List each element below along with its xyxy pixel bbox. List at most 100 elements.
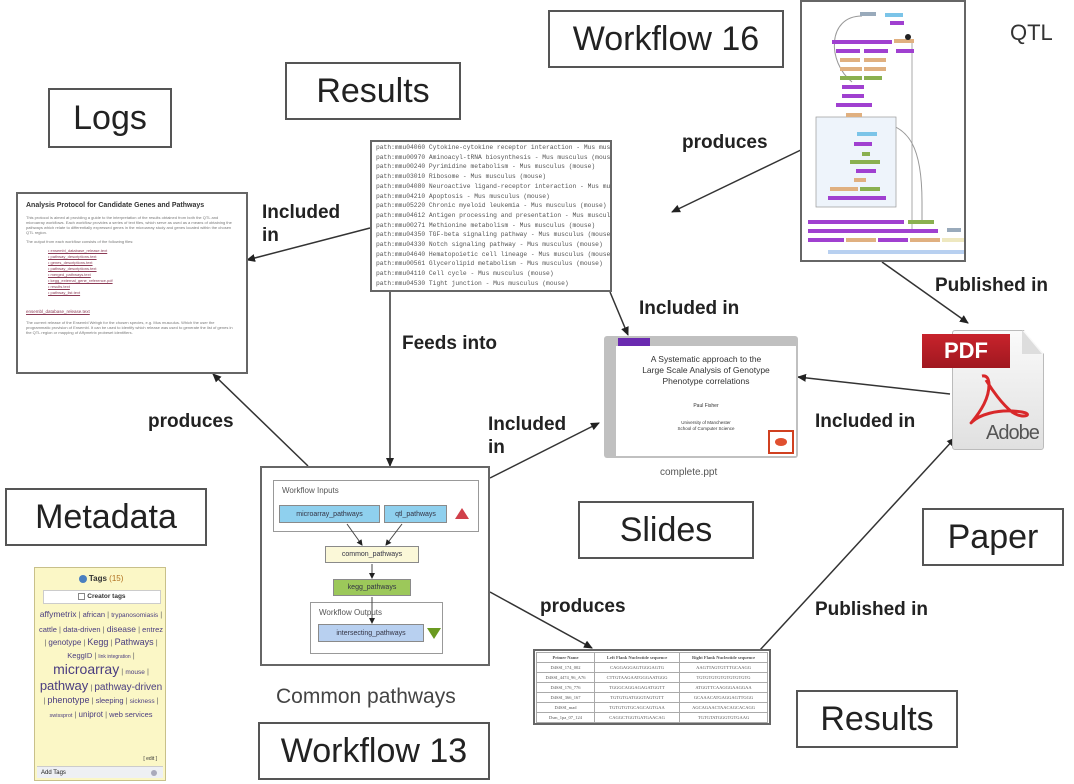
kegg-pathways-node[interactable]: kegg_pathways [333, 579, 411, 596]
qtl-node [894, 39, 914, 43]
tag-link[interactable]: Kegg [87, 637, 109, 647]
tag-link[interactable]: african [82, 610, 106, 619]
tag-link[interactable]: phenotype [47, 695, 90, 705]
logs-doc-file-item[interactable]: • genes_descriptions.text [48, 260, 93, 265]
tag-link[interactable]: sleeping [95, 696, 124, 705]
table-header-cell: Primer Name [535, 652, 596, 663]
pathway-rows: path:mmu04060 Cytokine-cytokine receptor… [372, 143, 610, 290]
tag-cloud: affymetrix | african | trypanosomiasis |… [39, 609, 164, 719]
pathway-row: path:mmu04530 Tight junction - Mus muscu… [376, 279, 569, 287]
table-cell: CTTGTAAGAATGGGAATGGG [594, 672, 681, 683]
microarray-pathways-node[interactable]: microarray_pathways [279, 505, 380, 523]
tag-link[interactable]: mouse [125, 669, 145, 676]
workflow-outputs-title: Workflow Outputs [319, 608, 382, 617]
edge-label-produces-results: produces [682, 132, 768, 153]
tag-link[interactable]: swissprot [49, 712, 73, 719]
add-tags-icon[interactable] [151, 770, 157, 776]
tag-link[interactable]: entrez [142, 624, 164, 634]
workflow13-label: Workflow 13 [258, 722, 490, 780]
qtl-node-marker [905, 34, 911, 40]
qtl-node [864, 76, 882, 80]
tag-link[interactable]: trypanosomiasis [111, 612, 159, 619]
logs-doc-file-item[interactable]: • ensembl_database_release.text [48, 248, 108, 253]
qtl-node [908, 220, 934, 224]
qtl-node [840, 76, 862, 80]
edge-label-included-in-logs: Included in [262, 202, 341, 246]
qtl-pathways-node[interactable]: qtl_pathways [384, 505, 447, 523]
workflow13-diagram[interactable]: Workflow Inputs microarray_pathways qtl_… [260, 466, 490, 666]
qtl-workflow-diagram[interactable] [800, 0, 966, 262]
table-cell: D4SSI_366_167 [535, 692, 596, 703]
link-qtl-common [385, 523, 403, 546]
pathway-results-list[interactable]: path:mmu04060 Cytokine-cytokine receptor… [370, 140, 612, 292]
intersecting-pathways-node[interactable]: intersecting_pathways [318, 624, 424, 642]
logs-doc-title: Analysis Protocol for Candidate Genes an… [26, 202, 205, 209]
tag-link[interactable]: Pathways [114, 637, 154, 647]
creator-tags-toggle[interactable]: Creator tags [43, 590, 161, 604]
edge-qtl-to-results [671, 147, 806, 213]
creator-tags-checkbox[interactable] [78, 592, 86, 600]
pdf-banner: PDF [922, 334, 1010, 368]
qtl-node [836, 103, 872, 107]
results-top-label: Results [285, 62, 461, 120]
logs-doc-file-item[interactable]: • merged_pathways.text [48, 272, 91, 277]
table-cell: D4SSI_mad [535, 702, 596, 713]
common-pathways-node[interactable]: common_pathways [325, 546, 419, 563]
input-triangle-icon [455, 508, 469, 519]
qtl-workflow-graph [808, 12, 964, 254]
tag-link[interactable]: KeggID [67, 650, 93, 660]
logs-doc-file-item[interactable]: • pathway_descriptions.text [48, 266, 97, 271]
tag-link[interactable]: cattle [39, 624, 57, 634]
qtl-node [808, 220, 904, 224]
qtl-node [878, 238, 908, 242]
edge-label-produces-logs: produces [148, 411, 234, 432]
edge-label-included-in-slides-wf13: Included in [488, 414, 567, 458]
tag-link[interactable]: uniprot [78, 709, 104, 719]
edge-pdf-to-slides [797, 373, 951, 395]
table-cell: TGGGCAGGAGAGATGGTT [594, 682, 681, 693]
qtl-node [860, 12, 876, 16]
tag-link[interactable]: web services [109, 709, 153, 719]
table-cell: TGTGTATGGGTGTGAAG [679, 712, 768, 723]
tag-link[interactable]: pathway-driven [94, 681, 163, 693]
qtl-label: QTL [1010, 20, 1053, 45]
edge-label-published-in-table: Published in [815, 599, 928, 620]
table-cell: GCAAACATGAGGAGTTGGG [679, 692, 768, 703]
qtl-node [864, 67, 886, 71]
tag-link[interactable]: genotype [48, 638, 82, 647]
tag-link[interactable]: disease [106, 623, 137, 634]
qtl-node [890, 21, 904, 25]
output-triangle-icon [427, 628, 441, 639]
table-cell: AAGTTAGTGTTTGCAAGG [679, 662, 768, 673]
logs-doc-file-item[interactable]: • kegg_external_gene_reference.pdf [48, 278, 113, 283]
add-tags-bar[interactable]: Add Tags [37, 766, 163, 778]
pdf-file-icon[interactable]: PDF Adobe [920, 326, 1050, 452]
qtl-node [854, 178, 866, 182]
pdf-brand: Adobe [986, 422, 1040, 444]
logs-doc-file-item[interactable]: • results.text [48, 284, 70, 289]
tags-edit-link[interactable]: [ edit ] [143, 756, 157, 762]
slide-title-line: Phenotype correlations [662, 376, 750, 386]
paper-label: Paper [922, 508, 1064, 566]
tag-link[interactable]: affymetrix [39, 609, 77, 619]
logs-doc-file-item[interactable]: • pathway_list.text [48, 290, 81, 295]
logs-doc-file-item[interactable]: • pathway_descriptions.text [48, 254, 97, 259]
tag-link[interactable]: data-driven [63, 624, 101, 634]
tag-link[interactable]: microarray [53, 661, 120, 677]
tag-link[interactable]: link integration [98, 653, 131, 660]
qtl-output-group [828, 250, 964, 254]
qtl-node [842, 85, 864, 89]
pathway-row: path:mmu05220 Chronic myeloid leukemia -… [376, 202, 607, 210]
tag-link[interactable]: pathway [39, 677, 89, 693]
logs-document-thumbnail[interactable]: Analysis Protocol for Candidate Genes an… [16, 192, 248, 374]
logs-doc-section-link[interactable]: ensembl_database_release.text [26, 309, 90, 314]
tag-link[interactable]: sickness [129, 698, 155, 705]
slide-author: Paul Fisher [693, 403, 719, 409]
edge-label-published-in-pdf: Published in [935, 275, 1048, 296]
